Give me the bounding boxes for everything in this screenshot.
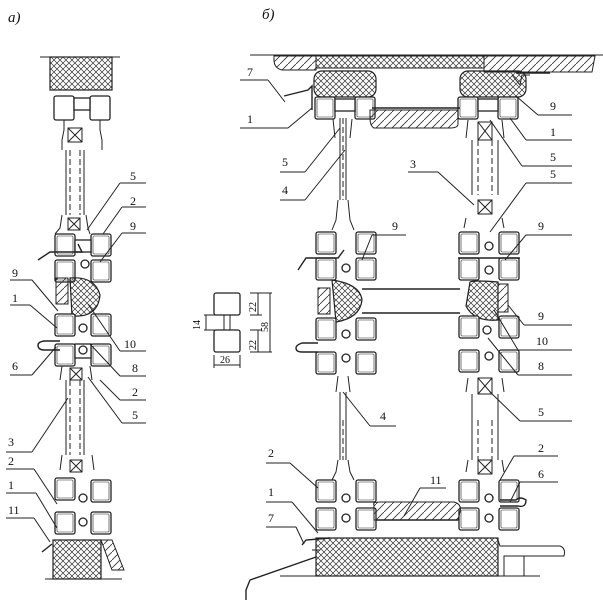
- callout-label: 1: [550, 125, 556, 139]
- callout-label: 9: [12, 266, 18, 280]
- callout-label: 8: [538, 359, 544, 373]
- callout-label: 8: [132, 361, 138, 375]
- frame-profile-b-botright: [458, 479, 520, 531]
- callout-label: 5: [538, 405, 544, 419]
- callout-label: 11: [8, 503, 20, 517]
- callout-label: 5: [282, 155, 288, 169]
- callout-label: 2: [130, 194, 136, 208]
- callout-label: 5: [550, 167, 556, 181]
- panel-b-callouts: 7 1 5 4 9 1 5 3 5 9 9 9 10 8 5 4 2 11: [240, 65, 572, 545]
- callout-label: 5: [130, 169, 136, 183]
- callout-label: 6: [12, 359, 18, 373]
- panel-a-drawing: [37, 56, 125, 580]
- mullion-profile-b-left-upper: [315, 231, 377, 281]
- insulation-block-top: [49, 56, 113, 91]
- callout-label: 5: [550, 150, 556, 164]
- callout-label: 2: [538, 441, 544, 455]
- callout-label: 10: [124, 337, 136, 351]
- dim-bottom-height: 22: [248, 340, 259, 350]
- frame-profile-b-topright: [457, 96, 519, 120]
- callout-label: 1: [8, 478, 14, 492]
- dim-gap: 14: [192, 320, 203, 330]
- callout-label: 7: [247, 65, 253, 79]
- mullion-profile-b-left-lower: [315, 317, 377, 375]
- callout-label: 2: [132, 385, 138, 399]
- callout-label: 2: [268, 446, 274, 460]
- callout-label: 4: [282, 183, 288, 197]
- callout-label: 9: [550, 99, 556, 113]
- mullion-profile-b-right-upper: [458, 231, 520, 281]
- seal-10-a: [69, 277, 101, 317]
- callout-label: 2: [8, 454, 14, 468]
- callout-label: 9: [538, 219, 544, 233]
- callout-label: 9: [538, 309, 544, 323]
- callout-label: 5: [132, 408, 138, 422]
- callout-label: 4: [380, 409, 386, 423]
- frame-profile-a-bottom: [54, 477, 112, 535]
- dim-total-height: 58: [260, 322, 271, 332]
- callout-label: 3: [8, 435, 14, 449]
- callout-label: 6: [538, 467, 544, 481]
- callout-label: 11: [430, 473, 442, 487]
- frame-profile-top: [53, 95, 111, 121]
- panel-a-title: а): [8, 10, 21, 26]
- mullion-profile-a-upper: [54, 233, 112, 283]
- mullion-profile-b-right-lower: [458, 315, 520, 373]
- callout-label: 9: [392, 219, 398, 233]
- callout-label: 1: [12, 291, 18, 305]
- callout-label: 3: [410, 157, 416, 171]
- profile-dimension-detail: 14 26 22 22 58: [192, 292, 272, 368]
- callout-label: 7: [268, 511, 274, 525]
- dim-top-height: 22: [248, 302, 259, 312]
- dim-width: 26: [220, 355, 230, 366]
- sill-block: [315, 537, 499, 577]
- panel-a-callouts: 5 2 9 9 1 10 6 8 2 5 3 2 1 11: [6, 169, 146, 543]
- callout-label: 1: [247, 112, 253, 126]
- frame-profile-b-botleft: [315, 479, 377, 531]
- callout-label: 1: [268, 485, 274, 499]
- callout-label: 10: [536, 334, 548, 348]
- frame-profile-b-topleft: [314, 96, 376, 120]
- callout-label: 9: [130, 219, 136, 233]
- panel-b-title: б): [262, 7, 275, 23]
- insulation-block-bottom: [52, 539, 102, 580]
- mullion-profile-a-lower: [54, 313, 112, 367]
- panel-b-drawing: [245, 54, 603, 600]
